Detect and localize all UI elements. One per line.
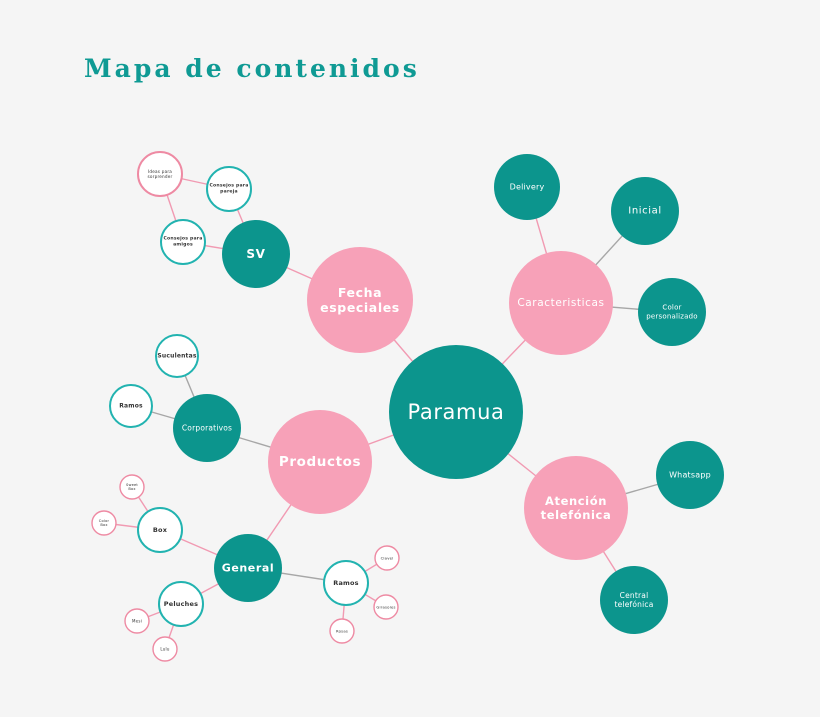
node-atencion-label-2: telefónica (541, 508, 612, 522)
node-clavel-label: Clavel (381, 556, 394, 561)
node-consejos-pareja-label-2: pareja (220, 188, 238, 194)
node-caracteristicas: Caracteristicas (509, 251, 613, 355)
node-whatsapp-label: Whatsapp (669, 471, 711, 480)
node-inicial-label: Inicial (628, 206, 661, 217)
node-ramos-corp: Ramos (109, 384, 153, 428)
node-suculentas-circle (155, 334, 199, 378)
node-caracteristicas-circle (509, 251, 613, 355)
node-inicial-circle (611, 177, 679, 245)
node-ideas-label-2: sorprender (148, 174, 173, 179)
node-peluches-circle (158, 581, 204, 627)
node-paramua-circle (389, 345, 523, 479)
node-corporativos: Corporativos (173, 394, 241, 462)
node-central-label-1: Central (620, 591, 649, 600)
node-atencion-label-1: Atención (545, 494, 607, 508)
node-peluches-label: Peluches (164, 600, 198, 608)
node-ideas-circle (137, 151, 183, 197)
node-ramos-corp-label: Ramos (119, 403, 143, 410)
node-rosas: Rosas (329, 618, 355, 644)
node-whatsapp-circle (656, 441, 724, 509)
node-fecha-label-2: especiales (320, 300, 400, 315)
node-delivery: Delivery (494, 154, 560, 220)
node-productos-label: Productos (279, 454, 361, 470)
node-general-label: General (222, 562, 275, 575)
node-color-personalizado-label-2: personalizado (646, 312, 697, 320)
node-ramos-gen-circle (323, 560, 369, 606)
node-productos-circle (268, 410, 372, 514)
node-lulu-label: Lulu (160, 647, 169, 652)
node-fecha-circle (307, 247, 413, 353)
node-caracteristicas-label: Caracteristicas (517, 297, 604, 309)
node-peluches: Peluches (158, 581, 204, 627)
node-ideas-label-1: Ideas para (148, 169, 172, 174)
node-color-personalizado-circle (638, 278, 706, 346)
node-consejos-amigos-circle (160, 219, 206, 265)
node-box-circle (137, 507, 183, 553)
node-lulu-circle (152, 636, 178, 662)
node-mesi-circle (124, 608, 150, 634)
node-color-personalizado-label-1: Color (662, 304, 681, 312)
page-title: Mapa de contenidos (84, 54, 420, 83)
node-rosas-label: Rosas (336, 629, 348, 634)
node-suculentas-label: Suculentas (157, 353, 197, 360)
node-consejos-amigos-label-2: amigos (173, 241, 193, 247)
node-delivery-label: Delivery (510, 183, 545, 192)
node-general: General (214, 534, 282, 602)
node-lulu: Lulu (152, 636, 178, 662)
node-paramua: Paramua (389, 345, 523, 479)
node-central-circle (600, 566, 668, 634)
node-consejos-pareja-label-1: Consejos para (209, 183, 248, 189)
node-mesi: Mesi (124, 608, 150, 634)
node-general-circle (214, 534, 282, 602)
node-central-label-2: telefónica (614, 600, 653, 609)
node-paramua-label: Paramua (408, 400, 505, 424)
node-whatsapp: Whatsapp (656, 441, 724, 509)
node-clavel-circle (374, 545, 400, 571)
node-sv-label: SV (246, 247, 265, 261)
node-ramos-gen: Ramos (323, 560, 369, 606)
node-box: Box (137, 507, 183, 553)
node-clavel: Clavel (374, 545, 400, 571)
node-productos: Productos (268, 410, 372, 514)
node-sv-circle (222, 220, 290, 288)
node-consejos-amigos-label-1: Consejos para (163, 236, 202, 242)
node-sweet-box-label-1: Sweet (126, 483, 138, 487)
node-girasoles-circle (373, 594, 399, 620)
node-suculentas: Suculentas (155, 334, 199, 378)
node-inicial: Inicial (611, 177, 679, 245)
node-corporativos-label: Corporativos (182, 424, 232, 433)
node-consejos-pareja-circle (206, 166, 252, 212)
node-fecha-label-1: Fecha (338, 285, 382, 300)
node-color-box-circle (91, 510, 117, 536)
node-sv: SV (222, 220, 290, 288)
node-girasoles-label: Girasoles (376, 605, 395, 610)
node-box-label: Box (153, 526, 168, 534)
node-sweet-box-label-2: Box (128, 487, 136, 491)
node-color-box-label-1: Color (99, 519, 110, 523)
node-rosas-circle (329, 618, 355, 644)
node-color-box-label-2: Box (100, 523, 108, 527)
node-ramos-gen-label: Ramos (333, 579, 359, 587)
node-girasoles: Girasoles (373, 594, 399, 620)
node-corporativos-circle (173, 394, 241, 462)
node-ramos-corp-circle (109, 384, 153, 428)
node-delivery-circle (494, 154, 560, 220)
node-atencion-circle (524, 456, 628, 560)
node-sweet-box-circle (119, 474, 145, 500)
node-mesi-label: Mesi (132, 619, 142, 624)
